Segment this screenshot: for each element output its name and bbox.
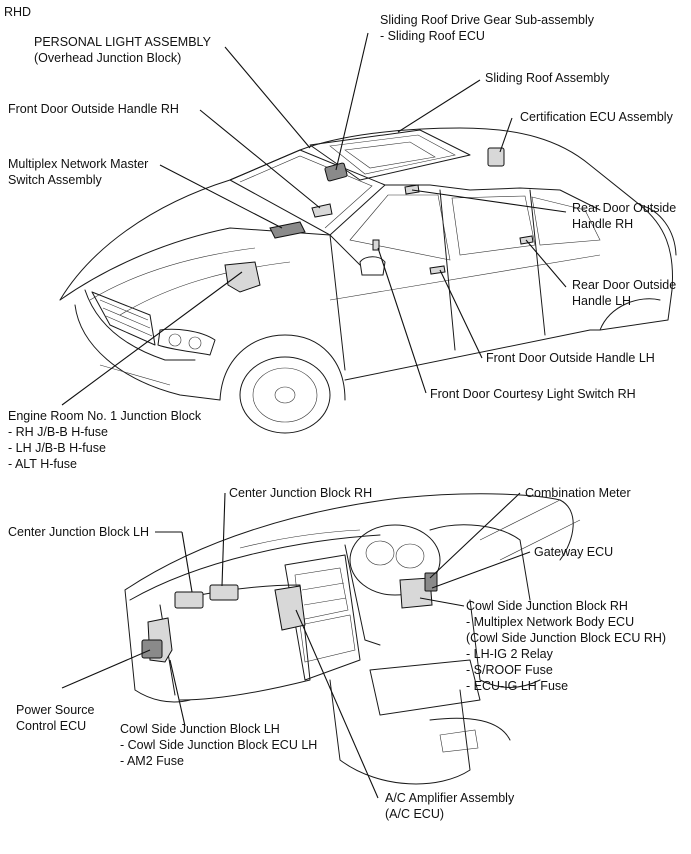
label-sliding-roof-drive-gear: Sliding Roof Drive Gear Sub-assembly - S… xyxy=(380,12,594,44)
label-combination-meter: Combination Meter xyxy=(525,485,631,501)
dashboard-illustration xyxy=(124,493,581,785)
label-line: - Cowl Side Junction Block ECU LH xyxy=(120,738,318,752)
label-engine-room-junction-block: Engine Room No. 1 Junction Block - RH J/… xyxy=(8,408,201,472)
label-sliding-roof-assembly: Sliding Roof Assembly xyxy=(485,70,609,86)
label-line: Handle RH xyxy=(572,217,634,231)
label-power-source-control-ecu: Power Source Control ECU xyxy=(16,702,95,734)
label-line: Center Junction Block RH xyxy=(229,486,373,500)
label-line: - Sliding Roof ECU xyxy=(380,29,485,43)
label-line: (Overhead Junction Block) xyxy=(34,51,182,65)
label-line: Cowl Side Junction Block RH xyxy=(466,599,628,613)
label-line: - LH-IG 2 Relay xyxy=(466,647,553,661)
label-gateway-ecu: Gateway ECU xyxy=(534,544,613,560)
car-illustration xyxy=(59,127,677,434)
label-front-door-outside-handle-rh: Front Door Outside Handle RH xyxy=(8,101,179,117)
label-line: - RH J/B-B H-fuse xyxy=(8,425,109,439)
label-line: Center Junction Block LH xyxy=(8,525,150,539)
label-line: Front Door Courtesy Light Switch RH xyxy=(430,387,636,401)
label-front-door-courtesy-switch: Front Door Courtesy Light Switch RH xyxy=(430,386,636,402)
label-line: PERSONAL LIGHT ASSEMBLY xyxy=(34,35,211,49)
label-rear-door-outside-handle-lh: Rear Door Outside Handle LH xyxy=(572,277,676,309)
label-cowl-side-junction-block-rh: Cowl Side Junction Block RH - Multiplex … xyxy=(466,598,666,694)
label-line: Front Door Outside Handle RH xyxy=(8,102,179,116)
car-component-parts xyxy=(224,147,534,293)
label-line: Combination Meter xyxy=(525,486,631,500)
leader-lines xyxy=(61,32,567,799)
label-line: Sliding Roof Drive Gear Sub-assembly xyxy=(380,13,594,27)
label-line: Handle LH xyxy=(572,294,632,308)
label-ac-amplifier-assembly: A/C Amplifier Assembly (A/C ECU) xyxy=(385,790,514,822)
label-line: Rear Door Outside xyxy=(572,201,677,215)
label-line: - ECU-IG LH Fuse xyxy=(466,679,569,693)
label-center-junction-block-lh: Center Junction Block LH xyxy=(8,524,149,540)
label-cowl-side-junction-block-lh: Cowl Side Junction Block LH - Cowl Side … xyxy=(120,721,317,769)
label-line: Power Source xyxy=(16,703,95,717)
label-line: Multiplex Network Master xyxy=(8,157,149,171)
label-line: (Cowl Side Junction Block ECU RH) xyxy=(466,631,667,645)
label-line: Certification ECU Assembly xyxy=(520,110,673,124)
label-multiplex-master-switch: Multiplex Network Master Switch Assembly xyxy=(8,156,148,188)
label-line: - Multiplex Network Body ECU xyxy=(466,615,635,629)
dashboard-component-parts xyxy=(141,572,438,663)
label-line: Engine Room No. 1 Junction Block xyxy=(8,409,202,423)
label-line: A/C Amplifier Assembly xyxy=(385,791,515,805)
label-rear-door-outside-handle-rh: Rear Door Outside Handle RH xyxy=(572,200,676,232)
label-line: Rear Door Outside xyxy=(572,278,677,292)
label-front-door-outside-handle-lh: Front Door Outside Handle LH xyxy=(486,350,655,366)
rhd-label: RHD xyxy=(4,5,32,19)
label-line: Cowl Side Junction Block LH xyxy=(120,722,280,736)
label-certification-ecu: Certification ECU Assembly xyxy=(520,109,673,125)
label-line: (A/C ECU) xyxy=(385,807,445,821)
label-line: Switch Assembly xyxy=(8,173,102,187)
label-personal-light-assembly: PERSONAL LIGHT ASSEMBLY (Overhead Juncti… xyxy=(34,34,211,66)
label-center-junction-block-rh: Center Junction Block RH xyxy=(229,485,372,501)
label-line: Control ECU xyxy=(16,719,87,733)
label-line: Sliding Roof Assembly xyxy=(485,71,610,85)
label-line: Front Door Outside Handle LH xyxy=(486,351,655,365)
label-line: - LH J/B-B H-fuse xyxy=(8,441,106,455)
label-line: - AM2 Fuse xyxy=(120,754,184,768)
label-line: - ALT H-fuse xyxy=(8,457,78,471)
label-line: Gateway ECU xyxy=(534,545,614,559)
label-line: - S/ROOF Fuse xyxy=(466,663,553,677)
